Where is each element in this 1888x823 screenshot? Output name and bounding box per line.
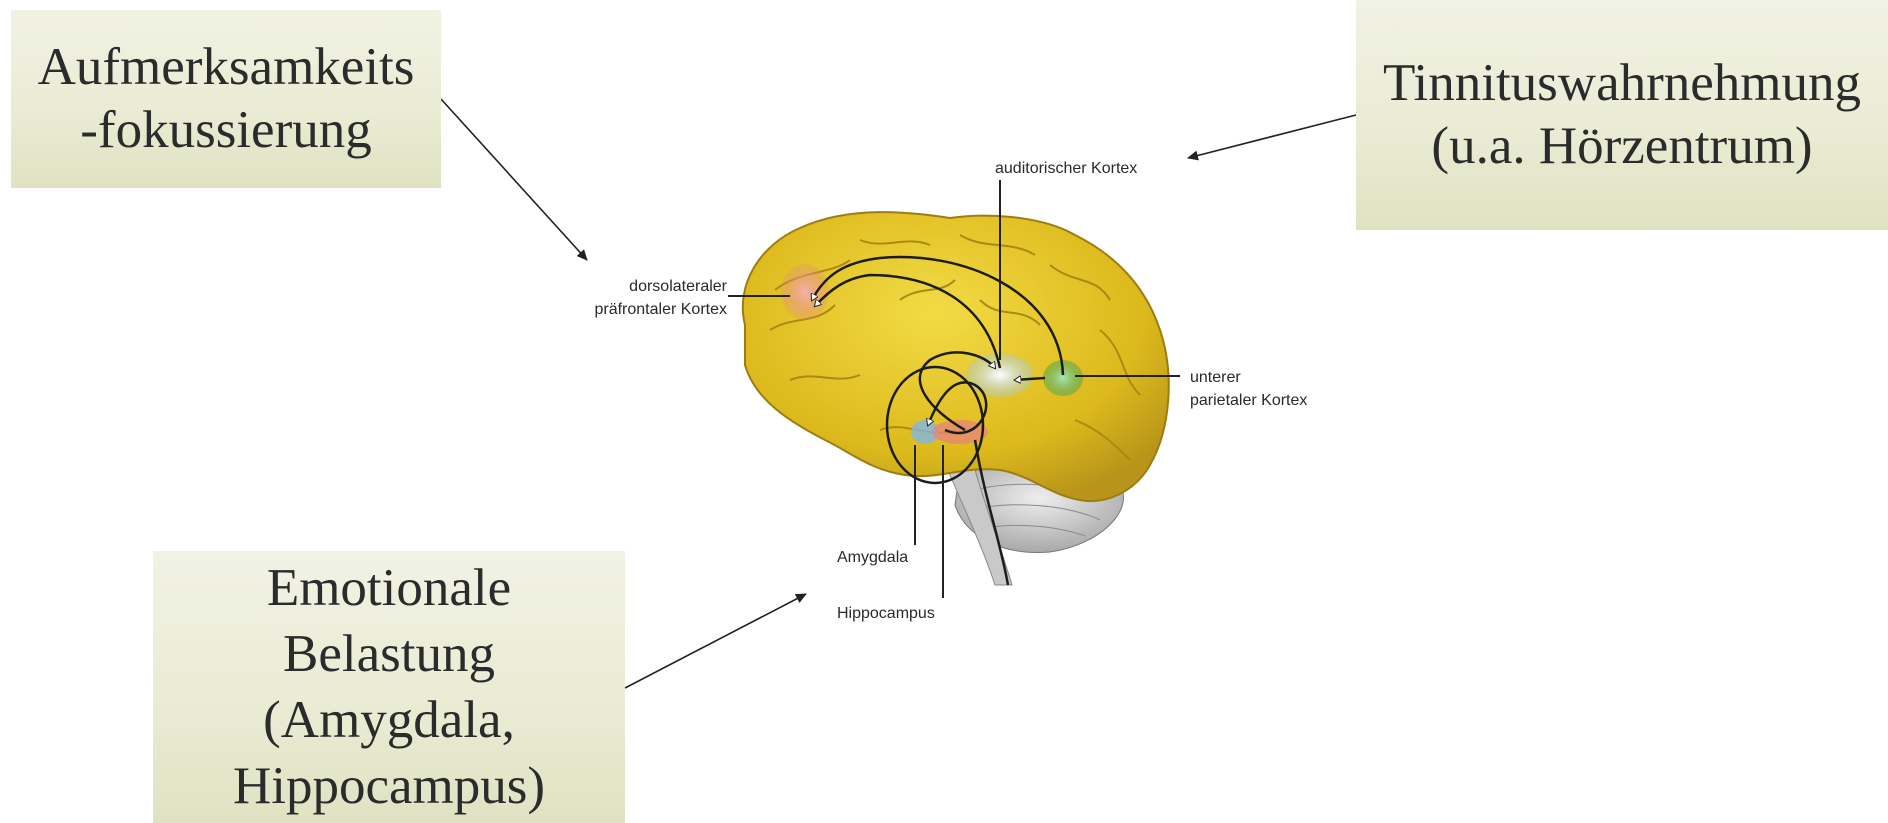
label-hippocampus: Hippocampus [837,605,935,622]
attention-arrow [441,99,587,260]
label-auditory-cortex: auditorischer Kortex [995,160,1137,177]
label-parietal-line2: parietaler Kortex [1190,392,1307,409]
tinnitus-arrow [1188,115,1356,158]
callout-tinnitus-perception: Tinnituswahrnehmung (u.a. Hörzentrum) [1356,0,1888,230]
dlpfc-highlight [781,264,829,320]
cerebrum [743,212,1169,501]
callout-emotion-line1: Emotionale [267,555,511,621]
callout-attention-focus: Aufmerksamkeits -fokussierung [11,10,441,188]
label-dlpfc-line1: dorsolateraler [629,278,728,295]
emotion-arrow [625,594,806,688]
label-amygdala: Amygdala [837,549,908,566]
callout-tinnitus-line2: (u.a. Hörzentrum) [1431,115,1812,178]
callout-emotion-line4: Hippocampus) [233,753,545,819]
label-dlpfc-line2: präfrontaler Kortex [594,301,727,318]
label-parietal-line1: unterer [1190,369,1241,386]
callout-emotional-burden: Emotionale Belastung (Amygdala, Hippocam… [153,551,625,823]
callout-tinnitus-line1: Tinnituswahrnehmung [1383,52,1861,115]
callout-attention-line1: Aufmerksamkeits [38,36,415,99]
callout-emotion-line3: (Amygdala, [263,687,515,753]
callout-emotion-line2: Belastung [283,621,495,687]
callout-attention-line2: -fokussierung [80,99,371,162]
